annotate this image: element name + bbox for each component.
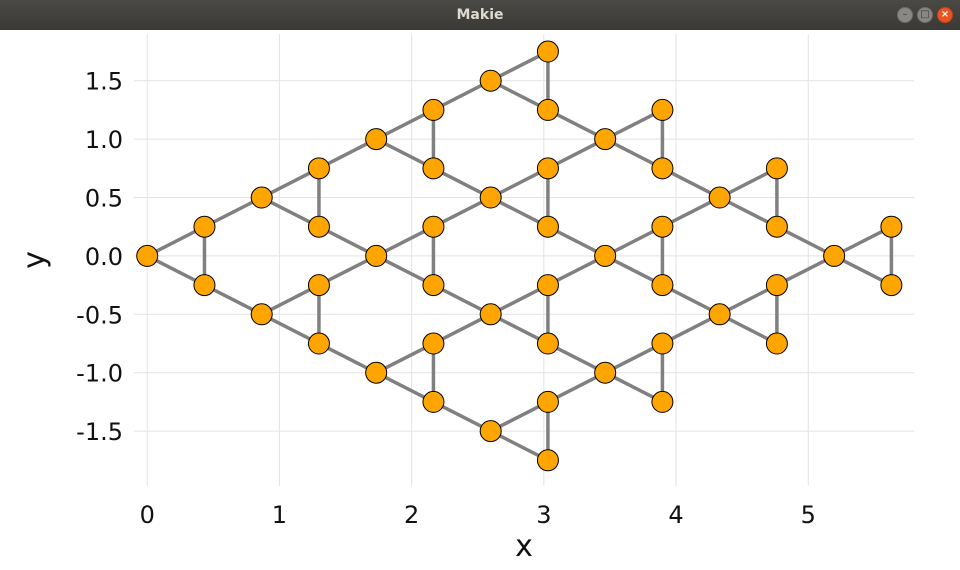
graph-node [880,274,903,297]
x-tick-label: 5 [801,501,816,529]
graph-node [365,244,388,267]
graph-node [651,98,674,121]
graph-node [536,215,559,238]
graph-node [422,98,445,121]
graph-node [422,215,445,238]
y-tick-label: -1.5 [76,418,123,446]
graph-node [479,420,502,443]
maximize-icon: □ [920,9,930,20]
y-tick-label: -0.5 [76,301,123,329]
graph-node [136,244,159,267]
graph-node [651,215,674,238]
graph-node [365,128,388,151]
graph-node [651,157,674,180]
x-axis-label: x [515,529,533,564]
graph-node [536,390,559,413]
x-tick-label: 2 [404,501,419,529]
graph-node [880,215,903,238]
graph-node [765,332,788,355]
graph-nodes [136,40,903,472]
y-tick-label: -1.0 [76,360,123,388]
graph-node [250,303,273,326]
graph-node [307,215,330,238]
x-tick-label: 0 [140,501,155,529]
graph-node [422,332,445,355]
grid-lines [134,34,914,486]
x-tick-label: 4 [668,501,683,529]
graph-node [193,274,216,297]
graph-node [594,361,617,384]
graph-node [422,390,445,413]
graph-node [307,332,330,355]
y-axis-label: y [17,251,52,269]
graph-node [708,186,731,209]
graph-node [536,98,559,121]
minimize-button[interactable]: – [897,7,913,23]
graph-node [422,157,445,180]
graph-node [250,186,273,209]
graph-node [594,244,617,267]
graph-node [765,274,788,297]
graph-node [651,332,674,355]
graph-node [651,274,674,297]
graph-node [765,215,788,238]
graph-node [536,274,559,297]
graph-node [536,157,559,180]
graph-node [307,274,330,297]
graph-node [193,215,216,238]
window-title: Makie [456,7,504,23]
graph-node [422,274,445,297]
graph-node [365,361,388,384]
y-tick-labels: 1.5 1.0 0.5 0.0 -0.5 -1.0 -1.5 [76,68,123,446]
graph-node [823,244,846,267]
graph-node [479,303,502,326]
graph-node [479,186,502,209]
x-tick-labels: 0 1 2 3 4 5 [140,501,816,529]
graph-node [765,157,788,180]
window-titlebar: Makie – □ × [0,0,960,30]
graph-node [536,449,559,472]
graph-node [651,390,674,413]
y-tick-label: 0.5 [85,185,123,213]
graph-node [708,303,731,326]
graph-node [536,332,559,355]
graph-node [536,40,559,63]
y-tick-label: 1.5 [85,68,123,96]
graph-node [307,157,330,180]
maximize-button[interactable]: □ [917,7,933,23]
close-icon: × [940,9,950,20]
x-tick-label: 1 [272,501,287,529]
graph-node [594,128,617,151]
y-tick-label: 1.0 [85,126,123,154]
x-tick-label: 3 [536,501,551,529]
minimize-icon: – [902,9,908,20]
close-button[interactable]: × [937,7,953,23]
graph-plot: 0 1 2 3 4 5 1.5 1.0 0.5 0.0 -0.5 -1.0 -1.5 x y [17,34,914,564]
y-tick-label: 0.0 [85,243,123,271]
graph-node [479,69,502,92]
